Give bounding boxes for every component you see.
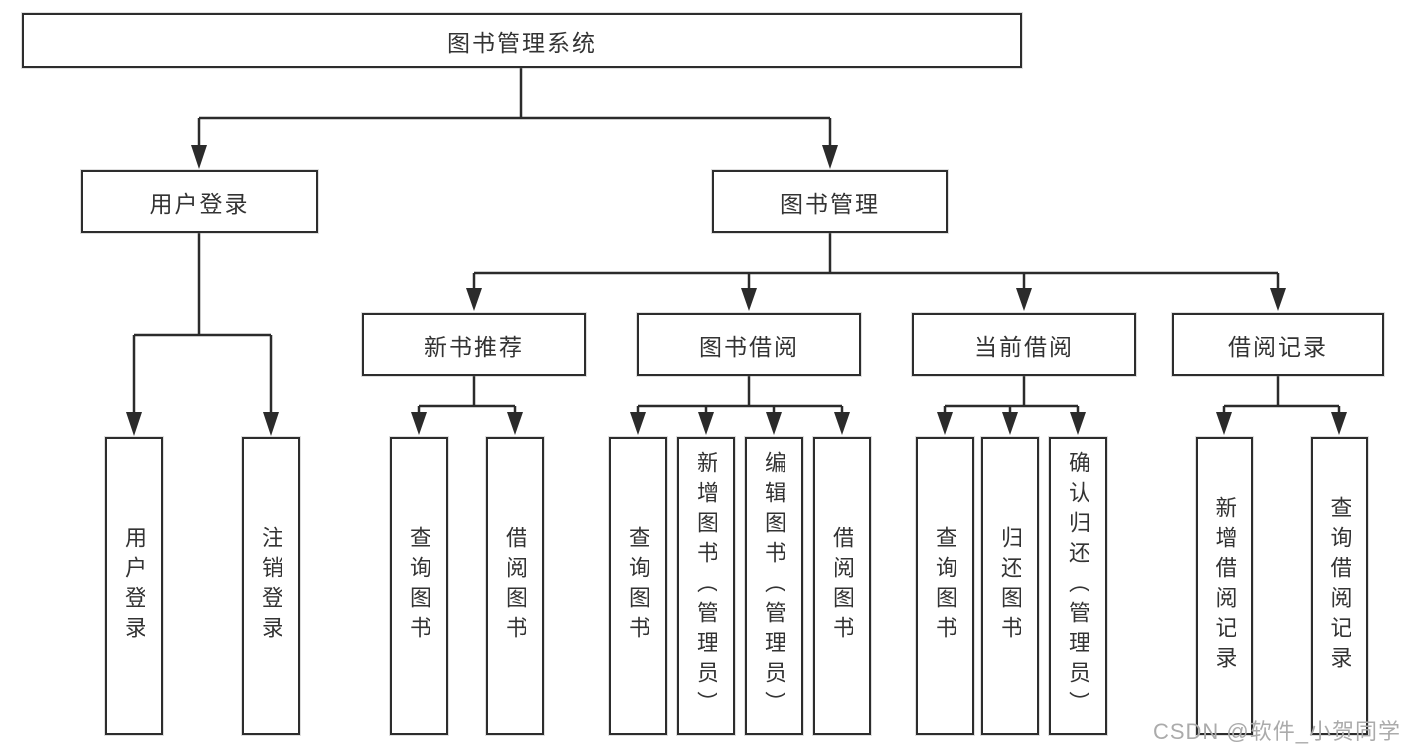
- csdn-watermark: CSDN @软件_小贺同学: [1152, 719, 1401, 744]
- leaf-edit-books-admin: 编辑图书（管理员）: [745, 437, 803, 735]
- leaf-label: 新增借阅记录: [1213, 496, 1236, 676]
- leaf-label: 编辑图书（管理员）: [763, 451, 785, 721]
- leaf-label: 查询图书: [627, 526, 649, 646]
- leaf-user-login: 用户登录: [105, 437, 163, 735]
- node-borrow-records: 借阅记录: [1172, 313, 1384, 376]
- leaf-borrow-books-newbook: 借阅图书: [486, 437, 544, 735]
- leaf-return-books: 归还图书: [981, 437, 1039, 735]
- leaf-label: 归还图书: [999, 526, 1021, 646]
- leaf-confirm-return-admin: 确认归还（管理员）: [1049, 437, 1107, 735]
- node-book-borrow: 图书借阅: [637, 313, 861, 376]
- leaf-borrow-books: 借阅图书: [813, 437, 871, 735]
- leaf-add-books-admin: 新增图书（管理员）: [677, 437, 735, 735]
- leaf-label: 用户登录: [123, 526, 145, 646]
- leaf-label: 确认归还（管理员）: [1067, 451, 1089, 721]
- node-root-system: 图书管理系统: [22, 13, 1022, 68]
- arrowhead-icons: [126, 145, 1347, 436]
- leaf-add-borrow-record: 新增借阅记录: [1196, 437, 1253, 735]
- leaf-query-books-borrow: 查询图书: [609, 437, 667, 735]
- leaf-query-books-newbook: 查询图书: [390, 437, 448, 735]
- node-book-management: 图书管理: [712, 170, 948, 233]
- leaf-label: 注销登录: [260, 526, 282, 646]
- leaf-label: 借阅图书: [504, 526, 526, 646]
- leaf-label: 查询图书: [934, 526, 956, 646]
- node-new-book-recommend: 新书推荐: [362, 313, 586, 376]
- node-current-borrow: 当前借阅: [912, 313, 1136, 376]
- leaf-query-books-current: 查询图书: [916, 437, 974, 735]
- leaf-logout: 注销登录: [242, 437, 300, 735]
- leaf-label: 借阅图书: [831, 526, 853, 646]
- leaf-label: 查询图书: [408, 526, 430, 646]
- node-user-login: 用户登录: [81, 170, 318, 233]
- leaf-label: 新增图书（管理员）: [695, 451, 717, 721]
- leaf-query-borrow-record: 查询借阅记录: [1311, 437, 1368, 735]
- leaf-label: 查询借阅记录: [1328, 496, 1351, 676]
